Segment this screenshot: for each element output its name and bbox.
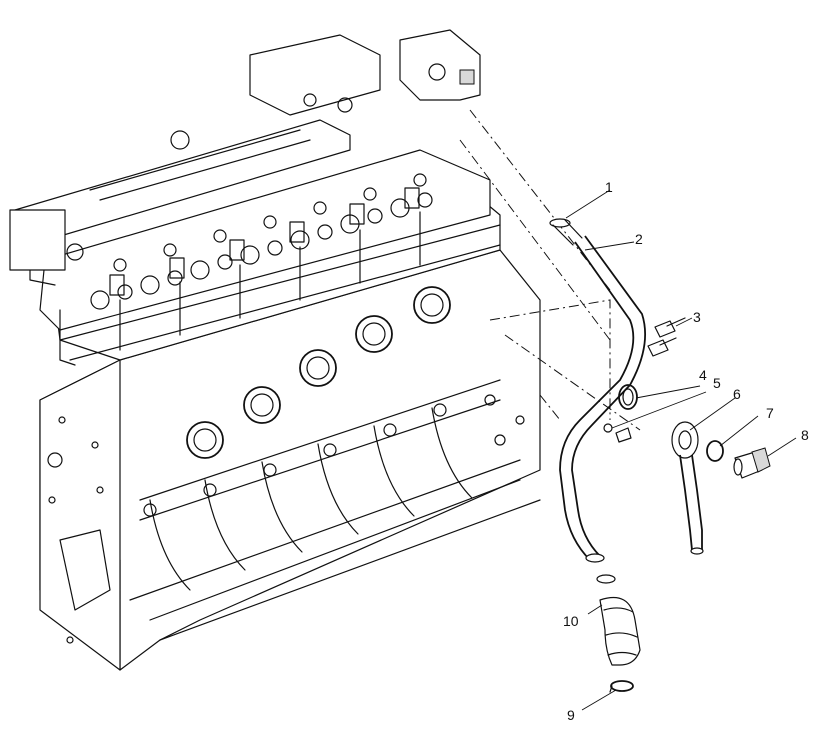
part-4-o-ring (618, 384, 638, 410)
part-1-fitting (549, 218, 583, 246)
callout-10: 10 (563, 613, 579, 629)
leader-lines (565, 189, 797, 711)
callout-8: 8 (801, 427, 809, 443)
part-2-oil-tube (559, 235, 647, 563)
part-5-washer (603, 423, 632, 443)
crank-webs (143, 394, 525, 591)
callout-4: 4 (699, 367, 707, 383)
part-9-clamp (609, 680, 634, 693)
callout-labels: 1 2 3 4 5 6 7 8 9 10 (563, 179, 809, 723)
part-8-plug (733, 447, 771, 479)
callout-5: 5 (713, 375, 721, 391)
callout-6: 6 (733, 386, 741, 402)
callout-2: 2 (635, 231, 643, 247)
callout-3: 3 (693, 309, 701, 325)
callout-1: 1 (605, 179, 613, 195)
engine-block (9, 29, 641, 671)
callout-9: 9 (567, 707, 575, 723)
callout-7: 7 (766, 405, 774, 421)
side-bosses (186, 286, 451, 459)
part-10-hose (596, 574, 641, 666)
part-3-bolts (647, 317, 686, 357)
part-6-banjo-hose (671, 421, 704, 555)
head-bosses (59, 173, 433, 366)
part-7-o-ring (706, 440, 724, 462)
